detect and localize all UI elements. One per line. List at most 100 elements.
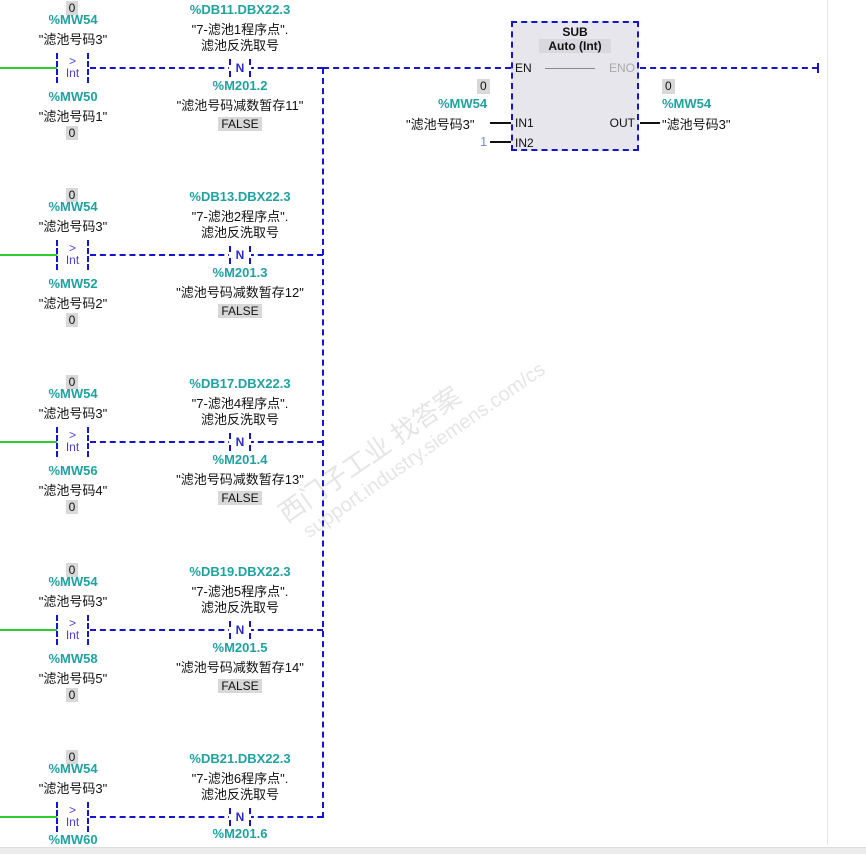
in2-tag[interactable]: "滤池号码5" (38, 671, 108, 686)
sub-en: EN (515, 61, 532, 75)
sub-out-value: 0 (662, 79, 675, 94)
edge-memory-address[interactable]: %M201.5 (212, 640, 268, 655)
in1-tag[interactable]: "滤池号码3" (38, 219, 108, 234)
compare-gt-instruction[interactable]: >Int (56, 240, 89, 270)
powered-wire (0, 441, 57, 443)
edge-memory-tag[interactable]: "滤池号码减数暂存13" (176, 472, 304, 487)
compare-gt-instruction[interactable]: >Int (56, 53, 89, 83)
editor-right-border (827, 0, 828, 845)
powered-wire (0, 67, 57, 69)
negative-edge-contact[interactable]: N (229, 59, 251, 77)
sub-in2-const[interactable]: 1 (480, 134, 488, 149)
compare-type: Int (65, 815, 80, 829)
sub-block[interactable]: SUB Auto (Int) EN ENO IN1 IN2 OUT (511, 21, 639, 151)
powered-wire (0, 816, 57, 818)
compare-operator: > (68, 428, 76, 442)
rung-wire (90, 441, 323, 443)
top-value: 0 (65, 1, 79, 15)
in2-value: 0 (65, 688, 79, 702)
contact-tag-line1[interactable]: "7-滤池4程序点". (191, 396, 289, 411)
in1-address[interactable]: %MW54 (48, 12, 98, 27)
vertical-or-branch (322, 68, 324, 818)
contact-tag-line2[interactable]: 滤池反洗取号 (200, 225, 279, 240)
compare-gt-instruction[interactable]: >Int (56, 802, 89, 832)
in2-address[interactable]: %MW56 (48, 463, 98, 478)
watermark-line2: support.industry.siemens.com/cs (299, 358, 550, 543)
sub-in2: IN2 (515, 136, 534, 150)
contact-address[interactable]: %DB13.DBX22.3 (189, 189, 291, 204)
negative-edge-contact[interactable]: N (229, 621, 251, 639)
edge-memory-address[interactable]: %M201.6 (212, 826, 268, 841)
contact-address[interactable]: %DB19.DBX22.3 (189, 564, 291, 579)
top-value: 0 (65, 750, 79, 764)
wire-to-sub (323, 67, 511, 69)
sub-in1-tag[interactable]: "滤池号码3" (406, 117, 475, 132)
negative-edge-contact[interactable]: N (229, 433, 251, 451)
top-value: 0 (65, 188, 79, 202)
sub-out-address[interactable]: %MW54 (662, 96, 712, 111)
in2-wire (490, 141, 511, 143)
in1-address[interactable]: %MW54 (48, 761, 98, 776)
in1-tag[interactable]: "滤池号码3" (38, 781, 108, 796)
horizontal-scrollbar[interactable] (0, 847, 866, 854)
watermark-line1: 西门子工业 找答案 (272, 380, 467, 529)
edge-memory-tag[interactable]: "滤池号码减数暂存12" (176, 285, 304, 300)
in2-address[interactable]: %MW58 (48, 651, 98, 666)
sub-type-select[interactable]: Auto (Int) (539, 39, 611, 53)
edge-memory-tag[interactable]: "滤池号码减数暂存11" (176, 98, 304, 113)
edge-memory-address[interactable]: %M201.4 (212, 452, 268, 467)
wire-eno-out (640, 67, 818, 69)
edge-memory-address[interactable]: %M201.3 (212, 265, 268, 280)
compare-gt-instruction[interactable]: >Int (56, 615, 89, 645)
rung-end (817, 63, 819, 73)
in1-address[interactable]: %MW54 (48, 386, 98, 401)
contact-address[interactable]: %DB21.DBX22.3 (189, 751, 291, 766)
contact-address[interactable]: %DB17.DBX22.3 (189, 376, 291, 391)
in2-tag[interactable]: "滤池号码4" (38, 483, 108, 498)
contact-tag-line1[interactable]: "7-滤池2程序点". (191, 209, 289, 224)
in2-tag[interactable]: "滤池号码2" (38, 296, 108, 311)
sub-in1-address[interactable]: %MW54 (438, 96, 488, 111)
rung-wire (90, 254, 323, 256)
in2-address[interactable]: %MW60 (48, 832, 98, 847)
edge-memory-value: FALSE (218, 491, 262, 505)
rung-wire (90, 816, 323, 818)
in2-tag[interactable]: "滤池号码1" (38, 109, 108, 124)
contact-tag-line1[interactable]: "7-滤池5程序点". (191, 584, 289, 599)
compare-operator: > (68, 803, 76, 817)
rung-wire (90, 67, 323, 69)
contact-address[interactable]: %DB11.DBX22.3 (189, 2, 291, 17)
contact-tag-line2[interactable]: 滤池反洗取号 (200, 412, 279, 427)
contact-tag-line1[interactable]: "7-滤池1程序点". (191, 22, 289, 37)
in2-value: 0 (65, 126, 79, 140)
compare-type: Int (65, 66, 80, 80)
contact-tag-line2[interactable]: 滤池反洗取号 (200, 787, 279, 802)
in1-address[interactable]: %MW54 (48, 199, 98, 214)
compare-gt-instruction[interactable]: >Int (56, 427, 89, 457)
in1-address[interactable]: %MW54 (48, 574, 98, 589)
out-wire (640, 122, 660, 124)
contact-tag-line1[interactable]: "7-滤池6程序点". (191, 771, 289, 786)
negative-edge-contact[interactable]: N (229, 246, 251, 264)
in2-address[interactable]: %MW52 (48, 276, 98, 291)
in1-tag[interactable]: "滤池号码3" (38, 32, 108, 47)
in2-value: 0 (65, 500, 79, 514)
edge-memory-tag[interactable]: "滤池号码减数暂存14" (176, 660, 304, 675)
rung-wire (90, 629, 323, 631)
compare-type: Int (65, 628, 80, 642)
sub-out-tag[interactable]: "滤池号码3" (662, 117, 731, 132)
top-value: 0 (65, 375, 79, 389)
compare-operator: > (68, 616, 76, 630)
edge-memory-address[interactable]: %M201.2 (212, 78, 268, 93)
in1-tag[interactable]: "滤池号码3" (38, 406, 108, 421)
in1-tag[interactable]: "滤池号码3" (38, 594, 108, 609)
contact-tag-line2[interactable]: 滤池反洗取号 (200, 38, 279, 53)
en-eno-line (545, 68, 595, 69)
sub-in1: IN1 (515, 116, 534, 130)
edge-memory-value: FALSE (218, 679, 262, 693)
powered-wire (0, 254, 57, 256)
contact-tag-line2[interactable]: 滤池反洗取号 (200, 600, 279, 615)
in2-address[interactable]: %MW50 (48, 89, 98, 104)
negative-edge-contact[interactable]: N (229, 808, 251, 826)
compare-type: Int (65, 440, 80, 454)
